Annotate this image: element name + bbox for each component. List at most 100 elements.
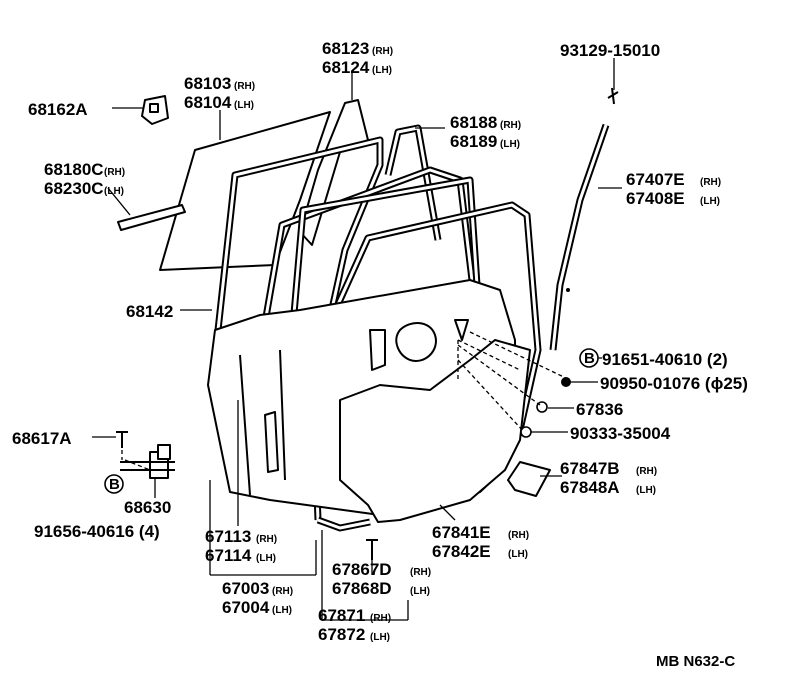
part-label-68617A: 68617A [12, 429, 72, 448]
part-label-68103: 68103 (RH) [184, 74, 255, 93]
leader-lines [92, 58, 622, 621]
svg-text:(RH): (RH) [370, 613, 391, 624]
upper-hinge [141, 95, 169, 125]
svg-text:(RH): (RH) [256, 534, 277, 545]
svg-text:67847B: 67847B [560, 459, 620, 478]
part-label-67408E: 67408E (LH) [626, 189, 720, 208]
hole-plug [507, 461, 551, 497]
roof-side-rail [549, 87, 619, 351]
svg-text:67868D: 67868D [332, 579, 392, 598]
part-label-68142: 68142 [126, 302, 173, 321]
svg-text:(LH): (LH) [234, 100, 254, 111]
svg-text:67872: 67872 [318, 625, 365, 644]
svg-text:(RH): (RH) [500, 120, 521, 131]
part-label-67842E: 67842E (LH) [432, 542, 528, 561]
fastener-clip [116, 377, 571, 560]
svg-text:(RH): (RH) [636, 466, 657, 477]
part-label-68189: 68189 (LH) [450, 132, 520, 151]
svg-text:67408E: 67408E [626, 189, 685, 208]
svg-text:67407E: 67407E [626, 170, 685, 189]
part-label-67836: 67836 [576, 400, 623, 419]
part-label-67003: 67003 (RH) [222, 579, 293, 598]
svg-text:B: B [109, 476, 120, 493]
svg-text:(LH): (LH) [370, 632, 390, 643]
part-label-67407E: 67407E (RH) [626, 170, 721, 189]
svg-text:(LH): (LH) [508, 549, 528, 560]
svg-text:B: B [584, 350, 595, 367]
part-label-68162A: 68162A [28, 100, 88, 119]
svg-text:90333-35004: 90333-35004 [570, 424, 671, 443]
svg-text:(LH): (LH) [700, 196, 720, 207]
svg-text:68189: 68189 [450, 132, 497, 151]
svg-text:68103: 68103 [184, 74, 231, 93]
part-label-67847B: 67847B (RH) [560, 459, 657, 478]
svg-text:68230C: 68230C [44, 179, 104, 198]
part-label-67871: 67871 (RH) [318, 606, 391, 625]
svg-text:(RH): (RH) [372, 46, 393, 57]
door-check [120, 444, 175, 479]
part-label-68188: 68188 (RH) [450, 113, 521, 132]
svg-text:(RH): (RH) [410, 567, 431, 578]
part-label-67113: 67113 (RH) [205, 527, 277, 546]
svg-text:67842E: 67842E [432, 542, 491, 561]
part-label-68123: 68123 (RH) [322, 39, 393, 58]
svg-text:67003: 67003 [222, 579, 269, 598]
svg-text:68104: 68104 [184, 93, 232, 112]
part-label-67841E: 67841E (RH) [432, 523, 529, 542]
svg-text:67004: 67004 [222, 598, 270, 617]
part-label-90950: 90950-01076 (ϕ25) [600, 374, 748, 393]
svg-text:(RH): (RH) [234, 81, 255, 92]
svg-text:68162A: 68162A [28, 100, 88, 119]
svg-text:68124: 68124 [322, 58, 370, 77]
part-label-91656: 91656-40616 (4) [34, 522, 160, 541]
svg-text:91651-40610 (2): 91651-40610 (2) [602, 350, 728, 369]
svg-text:68188: 68188 [450, 113, 497, 132]
callout-b-circle [579, 348, 599, 368]
part-label-68104: 68104 (LH) [184, 93, 254, 112]
svg-text:93129-15010: 93129-15010 [560, 41, 660, 60]
svg-text:MB N632-C: MB N632-C [656, 653, 735, 670]
door-frame-weatherstrip [258, 166, 484, 361]
part-label-90333: 90333-35004 [570, 424, 671, 443]
part-label-67004: 67004 (LH) [222, 598, 292, 617]
svg-text:90950-01076 (ϕ25): 90950-01076 (ϕ25) [600, 374, 748, 393]
svg-text:67848A: 67848A [560, 478, 620, 497]
callout-b-circle [104, 474, 124, 494]
svg-text:(LH): (LH) [410, 586, 430, 597]
part-label-68230C: 68230C (LH) [44, 179, 124, 198]
svg-text:(LH): (LH) [636, 485, 656, 496]
svg-text:67841E: 67841E [432, 523, 491, 542]
lower-rear-weatherstrip [117, 204, 186, 231]
svg-text:68123: 68123 [322, 39, 369, 58]
svg-text:(LH): (LH) [500, 139, 520, 150]
part-label-67848A: 67848A (LH) [560, 478, 656, 497]
svg-text:91656-40616 (4): 91656-40616 (4) [34, 522, 160, 541]
diagram-code: MB N632-C [656, 653, 735, 670]
part-label-91651: B 91651-40610 (2) [579, 348, 728, 369]
part-label-67867D: 67867D (RH) [332, 560, 431, 579]
svg-text:68142: 68142 [126, 302, 173, 321]
glass-run-channel [208, 136, 384, 386]
part-label-68180C: 68180C (RH) [44, 160, 125, 179]
part-label-93129: 93129-15010 [560, 41, 660, 60]
svg-text:(LH): (LH) [372, 65, 392, 76]
svg-text:(RH): (RH) [700, 177, 721, 188]
part-label-68630: B 68630 [104, 474, 171, 517]
assembly-guide-lines [121, 331, 571, 471]
part-label-68124: 68124 (LH) [322, 58, 392, 77]
svg-text:(RH): (RH) [272, 586, 293, 597]
svg-text:68630: 68630 [124, 498, 171, 517]
svg-text:(RH): (RH) [104, 167, 125, 178]
svg-text:(RH): (RH) [508, 530, 529, 541]
svg-text:68180C: 68180C [44, 160, 104, 179]
part-label-67872: 67872 (LH) [318, 625, 390, 644]
svg-text:(LH): (LH) [104, 186, 124, 197]
svg-text:67113: 67113 [205, 527, 251, 546]
svg-text:68617A: 68617A [12, 429, 72, 448]
svg-text:(LH): (LH) [256, 553, 276, 564]
door-trim-board [339, 339, 531, 523]
svg-text:67114: 67114 [205, 546, 252, 565]
svg-text:67867D: 67867D [332, 560, 392, 579]
